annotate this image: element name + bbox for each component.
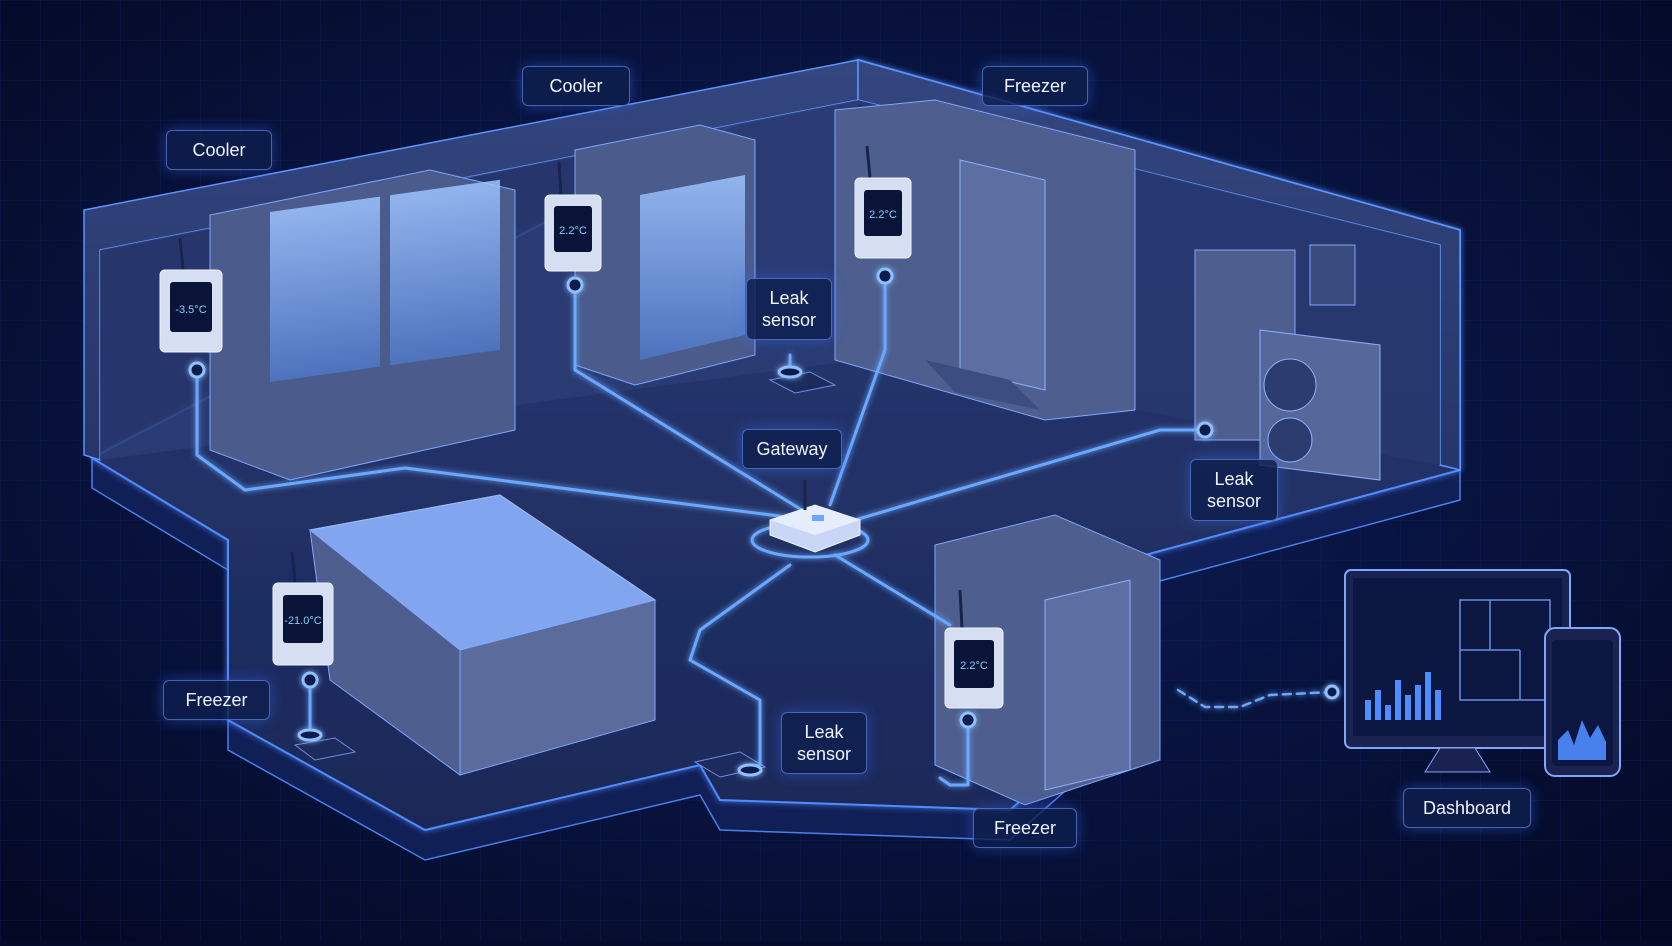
label-freezer-bottom: Freezer: [973, 808, 1077, 848]
freezer-bottom-unit: [934, 514, 1161, 806]
link-freezer-bottom-sensor: [938, 718, 970, 787]
label-text: Freezer: [993, 818, 1056, 838]
label-text: Gateway: [756, 439, 828, 459]
label-freezer-left: Freezer: [163, 680, 270, 720]
label-text: Dashboard: [1422, 798, 1512, 818]
label-cooler-center: Cooler: [522, 66, 630, 106]
dashboard-monitor: [1344, 569, 1571, 773]
sensor-reading-freezer-bottom: 2.2°C: [960, 660, 988, 672]
chest-freezer-unit: [308, 494, 657, 776]
sensor-reading-freezer-top: 2.2°C: [869, 209, 897, 221]
label-text-line-1: Leak: [804, 722, 844, 742]
sensor-cooler-left: -3.5°C: [159, 237, 223, 353]
link-cooler-left: [195, 368, 812, 522]
link-dashboard: [1176, 688, 1334, 709]
connection-lines: [195, 274, 1334, 787]
sensor-freezer-bottom: 2.2°C: [944, 589, 1004, 709]
cooler-left-unit: [209, 169, 516, 481]
freezer-top-unit: [834, 99, 1136, 421]
label-text: Freezer: [185, 690, 248, 710]
label-text-line-1: Leak: [769, 288, 809, 308]
label-text-line-1: Leak: [1214, 469, 1254, 489]
dashboard-phone: [1544, 627, 1621, 777]
label-cooler-left: Cooler: [166, 130, 272, 170]
gateway-device: [750, 480, 870, 559]
connection-nodes: [188, 267, 1340, 777]
sensor-cooler-center: 2.2°C: [544, 161, 602, 272]
label-text: Freezer: [1003, 76, 1066, 96]
cooler-center-unit: [574, 124, 756, 386]
floor-drains: [293, 371, 837, 778]
label-text: Cooler: [192, 140, 246, 160]
dashboard-bar-chart: [1365, 672, 1441, 720]
condensing-units: [1194, 244, 1381, 481]
sensor-reading-cooler-center: 2.2°C: [559, 225, 587, 237]
link-freezer-top: [828, 274, 887, 507]
link-freezer-bottom: [833, 553, 952, 627]
label-gateway: Gateway: [742, 429, 842, 469]
label-text-line-2: sensor: [796, 744, 852, 764]
label-dashboard: Dashboard: [1403, 788, 1531, 828]
label-text: Cooler: [549, 76, 603, 96]
link-cooler-center: [573, 283, 812, 517]
label-text-line-2: sensor: [1206, 491, 1262, 511]
sensor-freezer-left: -21.0°C: [272, 551, 334, 666]
sensor-reading-freezer-left: -21.0°C: [284, 615, 321, 627]
sensor-reading-cooler-left: -3.5°C: [175, 304, 206, 316]
label-text-line-2: sensor: [761, 310, 817, 330]
link-leak-right: [853, 428, 1207, 522]
label-freezer-top: Freezer: [982, 66, 1088, 106]
sensor-freezer-top: 2.2°C: [854, 145, 912, 259]
